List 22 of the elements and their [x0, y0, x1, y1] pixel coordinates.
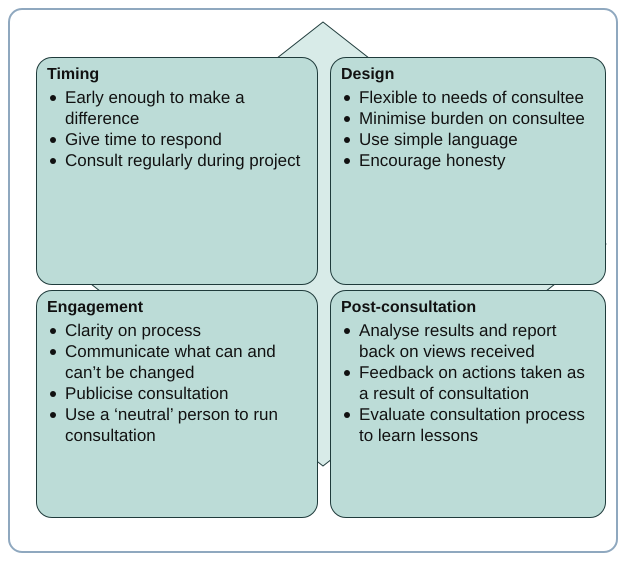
bullet-text: Evaluate consultation process to learn lessons	[359, 404, 586, 446]
section-heading: Timing	[47, 66, 100, 84]
bullet-text: Give time to respond	[65, 129, 223, 150]
bullet-text: Analyse results and report back on views received	[359, 320, 558, 362]
bullet-text: Publicise consultation	[65, 383, 230, 404]
section-heading: Post-consultation	[341, 299, 478, 317]
bullet-text: Encourage honesty	[359, 150, 506, 171]
bullet-text: Consult regularly during project	[65, 150, 302, 171]
quadrant-card	[330, 57, 606, 285]
bullet-text: Use simple language	[359, 129, 519, 150]
section-heading: Design	[341, 66, 396, 84]
bullet-text: Use a ‘neutral’ person to run consultation	[65, 404, 279, 446]
bullet-text: Communicate what can and can’t be changed	[65, 341, 277, 383]
bullet-text: Feedback on actions taken as a result of consultation	[359, 362, 586, 404]
quadrant-card	[36, 290, 318, 518]
quadrant-card	[36, 57, 318, 285]
bullet-text: Clarity on process	[65, 320, 202, 341]
quadrant-card	[330, 290, 606, 518]
section-heading: Engagement	[47, 299, 144, 317]
bullet-text: Flexible to needs of consultee	[359, 87, 585, 108]
bullet-text: Minimise burden on consultee	[359, 108, 586, 129]
bullet-text: Early enough to make a difference	[65, 87, 246, 129]
